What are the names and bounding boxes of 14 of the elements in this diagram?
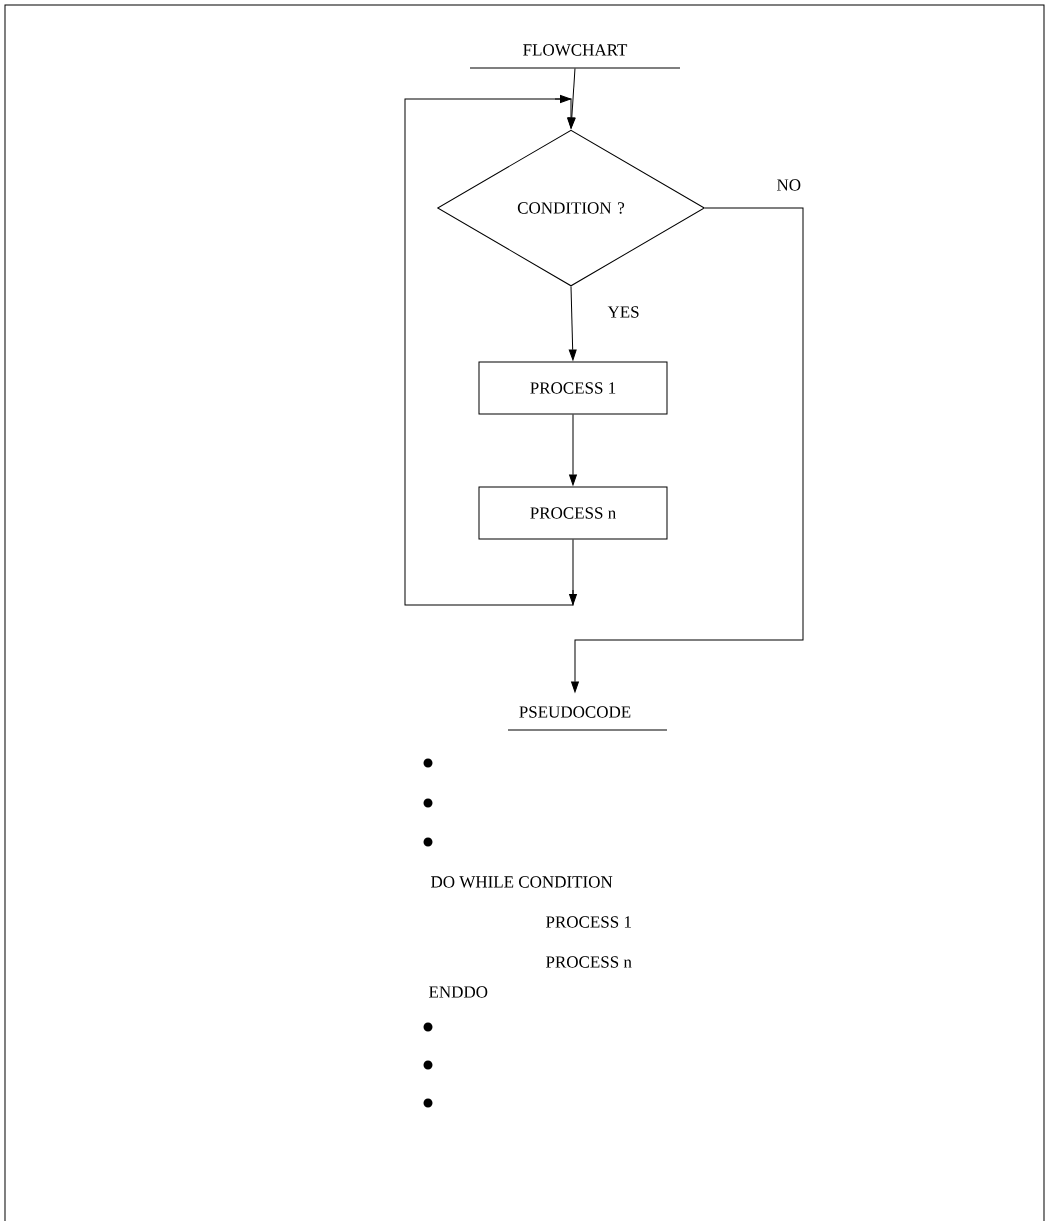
edge-label: YES	[607, 306, 639, 318]
code-line: DO WHILE CONDITION	[431, 876, 613, 888]
arrow	[569, 414, 577, 486]
process-box: PROCESS 1	[478, 361, 668, 415]
arrow	[568, 286, 577, 361]
code-line: ENDDO	[429, 986, 488, 998]
code-line: PROCESS 1	[546, 916, 631, 928]
arrow	[404, 95, 577, 606]
process-box: PROCESS n	[478, 486, 668, 540]
edge-label: NO	[777, 179, 801, 191]
section-heading: PSEUDOCODE	[507, 706, 668, 731]
code-line: PROCESS n	[546, 956, 632, 968]
arrow	[571, 207, 804, 693]
section-heading: FLOWCHART	[469, 44, 681, 69]
